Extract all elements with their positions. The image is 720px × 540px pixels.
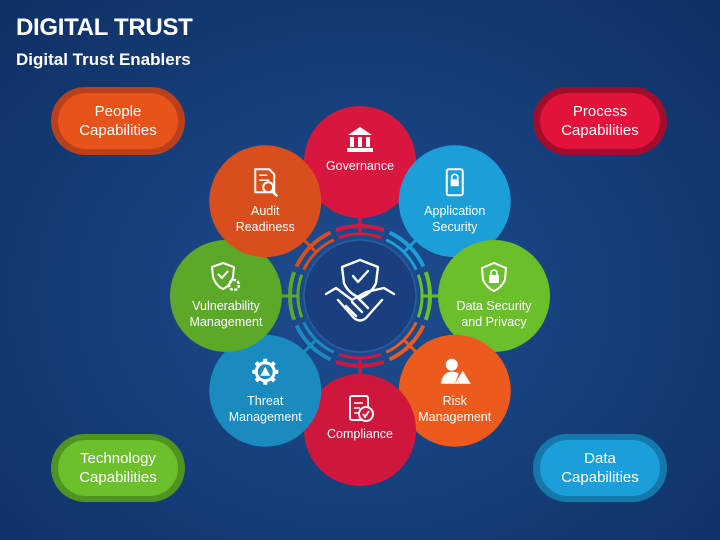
outer-ring-segment <box>294 324 332 362</box>
people-capabilities-badge: People Capabilities <box>51 87 185 155</box>
page-title: DIGITAL TRUST <box>16 14 193 41</box>
center-rings <box>288 224 432 368</box>
inner-ring-segment <box>385 238 418 271</box>
technology-capabilities-label: Technology Capabilities <box>58 440 178 496</box>
page-subtitle: Digital Trust Enablers <box>16 50 191 69</box>
enabler-node-circle <box>304 106 416 218</box>
enabler-node-label: Governance <box>326 159 394 173</box>
outer-ring-segment <box>388 324 426 362</box>
shield-handshake-icon <box>324 258 396 322</box>
person-warning-icon <box>440 358 471 384</box>
process-capabilities-label: Process Capabilities <box>540 93 660 149</box>
phone-lock-icon <box>445 168 464 197</box>
clipboard-check-icon <box>349 395 374 422</box>
process-capabilities-badge: Process Capabilities <box>533 87 667 155</box>
enabler-node: Governance <box>304 106 416 218</box>
technology-capabilities-badge: Technology Capabilities <box>51 434 185 502</box>
outer-ring-segment <box>423 271 432 321</box>
inner-ring-segment <box>302 238 335 271</box>
enabler-node-circle <box>398 145 511 258</box>
enabler-node-label: Compliance <box>327 427 393 441</box>
enabler-node-circle <box>209 334 322 447</box>
inner-ring-segment <box>416 274 424 318</box>
data-capabilities-label: Data Capabilities <box>540 440 660 496</box>
enabler-node-circle <box>398 334 511 447</box>
outer-ring-segment <box>388 230 426 268</box>
people-capabilities-label: People Capabilities <box>58 93 178 149</box>
inner-ring-segment <box>338 232 382 240</box>
inner-ring-segment <box>385 321 418 354</box>
inner-ring-segment <box>302 321 335 354</box>
outer-ring-segment <box>335 224 385 233</box>
outer-ring-segment <box>294 230 332 268</box>
padlock-icon <box>480 261 508 293</box>
enabler-node-circle <box>304 374 416 486</box>
enabler-node-circle <box>438 240 550 352</box>
enabler-node: Compliance <box>304 374 416 486</box>
gear-warning-icon <box>252 358 279 385</box>
inner-ring-segment <box>338 352 382 360</box>
bank-icon <box>347 127 373 152</box>
outer-ring-segment <box>335 359 385 368</box>
shield-gear-icon <box>210 261 241 292</box>
inner-ring-segment <box>296 274 304 318</box>
enabler-node-circle <box>209 145 322 258</box>
data-capabilities-badge: Data Capabilities <box>533 434 667 502</box>
enabler-node-circle <box>170 240 282 352</box>
outer-ring-segment <box>288 271 297 321</box>
document-search-icon <box>254 168 279 198</box>
